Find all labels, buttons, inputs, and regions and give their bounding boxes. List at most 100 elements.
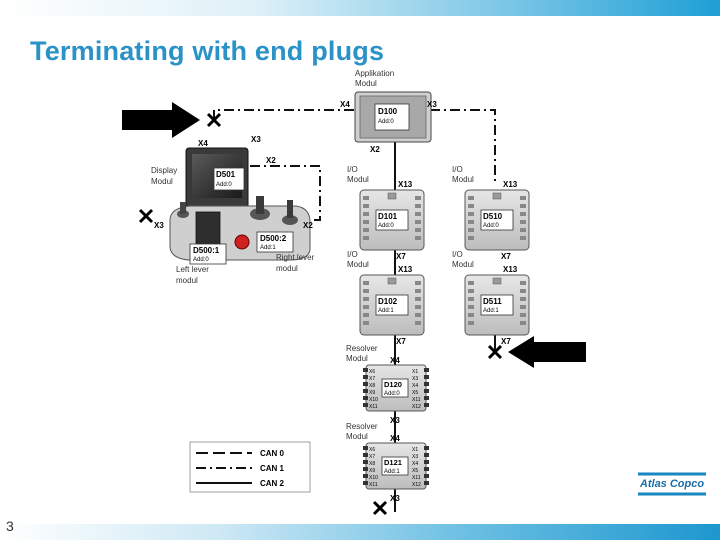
resolver-module: ResolverModulX6X7X8X9X10X11X1X3X4X5X11X1… [346, 422, 429, 503]
port-label: X7 [369, 454, 375, 460]
port-label: X3 [390, 494, 400, 503]
port-label: X13 [398, 180, 413, 189]
module-addr: Add:0 [193, 257, 209, 263]
module-caption: Modul [452, 175, 474, 184]
port-label: X13 [398, 265, 413, 274]
module-id: D500:1 [193, 246, 220, 255]
port-label: X8 [369, 383, 375, 389]
atlas-copco-logo: Atlas Copco [638, 472, 706, 496]
port-label: X4 [198, 139, 208, 148]
bottom-decorative-bar [0, 524, 720, 540]
module-id: D511 [483, 297, 502, 306]
port-label: X11 [369, 482, 378, 488]
port-label: X7 [501, 337, 511, 346]
port-label: X4 [412, 461, 418, 467]
legend-label: CAN 1 [260, 464, 285, 473]
module-id: D500:2 [260, 234, 287, 243]
port-label: X3 [251, 135, 261, 144]
port-label: X5 [412, 468, 418, 474]
port-label: X9 [369, 390, 375, 396]
module-caption: Right lever [276, 253, 315, 262]
port-label: X4 [340, 100, 350, 109]
module-caption: Modul [151, 177, 173, 186]
end-plug-icon [138, 208, 154, 224]
port-label: X13 [503, 180, 518, 189]
module-caption: I/O [452, 165, 463, 174]
legend-label: CAN 0 [260, 449, 285, 458]
module-caption: Modul [347, 175, 369, 184]
brand-name: Atlas Copco [639, 478, 704, 490]
port-label: X6 [369, 447, 375, 453]
port-label: X9 [369, 468, 375, 474]
legend: CAN 0 CAN 1 CAN 2 [189, 441, 311, 493]
port-label: X11 [412, 475, 421, 481]
top-decorative-bar [0, 0, 720, 16]
port-label: X3 [412, 454, 418, 460]
slide-title: Terminating with end plugs [30, 36, 385, 66]
module-addr: Add:1 [483, 308, 499, 314]
module-caption: Modul [346, 354, 368, 363]
port-label: X3 [154, 221, 164, 230]
module-caption: Resolver [346, 344, 378, 353]
port-label: X10 [369, 475, 378, 481]
resolver-modules: ResolverModulX6X7X8X9X10X11X1X3X4X5X11X1… [346, 344, 429, 503]
port-label: X11 [369, 404, 378, 410]
port-label: X11 [412, 397, 421, 403]
module-caption: I/O [452, 250, 463, 259]
module-caption: Modul [452, 260, 474, 269]
end-plug-icon [372, 500, 388, 516]
joystick-icon [177, 202, 189, 218]
module-addr: Add:0 [378, 119, 394, 125]
end-plug-icon [206, 112, 222, 128]
module-caption: modul [176, 276, 198, 285]
port-label: X1 [412, 447, 418, 453]
module-addr: Add:1 [260, 245, 276, 251]
port-label: X7 [501, 252, 511, 261]
application-module: Applikation Modul D100 Add:0 X4 X3 X2 [340, 69, 437, 154]
port-label: X10 [369, 397, 378, 403]
right-arrow-icon [508, 336, 586, 368]
port-label: X5 [412, 390, 418, 396]
port-label: X2 [370, 145, 380, 154]
module-addr: Add:0 [216, 182, 232, 188]
module-caption: Modul [347, 260, 369, 269]
port-label: X4 [390, 356, 400, 365]
port-label: X3 [412, 376, 418, 382]
module-caption: modul [276, 264, 298, 273]
module-id: D501 [216, 170, 236, 179]
port-label: X13 [503, 265, 518, 274]
module-id: D510 [483, 212, 503, 221]
module-caption: Modul [355, 79, 377, 88]
legend-label: CAN 2 [260, 479, 285, 488]
module-caption: Display [151, 166, 177, 175]
port-label: X1 [412, 369, 418, 375]
module-addr: Add:0 [384, 391, 400, 397]
module-caption: Applikation [355, 69, 394, 78]
module-addr: Add:1 [378, 308, 394, 314]
port-label: X3 [390, 416, 400, 425]
left-arrow-icon [122, 102, 200, 138]
end-plug-icon [487, 344, 503, 360]
module-id: D121 [384, 458, 402, 467]
module-id: D101 [378, 212, 398, 221]
module-addr: Add:0 [483, 223, 499, 229]
resolver-module: ResolverModulX6X7X8X9X10X11X1X3X4X5X11X1… [346, 344, 429, 425]
module-caption: Resolver [346, 422, 378, 431]
module-id: D120 [384, 380, 402, 389]
io-modules: I/OModulD101Add:0X13X7I/OModulD102Add:1X… [347, 165, 530, 346]
module-caption: Left lever [176, 265, 209, 274]
port-label: X7 [396, 337, 406, 346]
module-id: D100 [378, 107, 398, 116]
port-label: X4 [390, 434, 400, 443]
port-label: X3 [427, 100, 437, 109]
port-label: X2 [303, 221, 313, 230]
port-label: X4 [412, 383, 418, 389]
port-label: X12 [412, 482, 421, 488]
can-bus-diagram: Applikation Modul D100 Add:0 X4 X3 X2 Di… [122, 69, 586, 516]
page-number: 3 [6, 518, 14, 534]
module-caption: I/O [347, 250, 358, 259]
port-label: X2 [266, 156, 276, 165]
